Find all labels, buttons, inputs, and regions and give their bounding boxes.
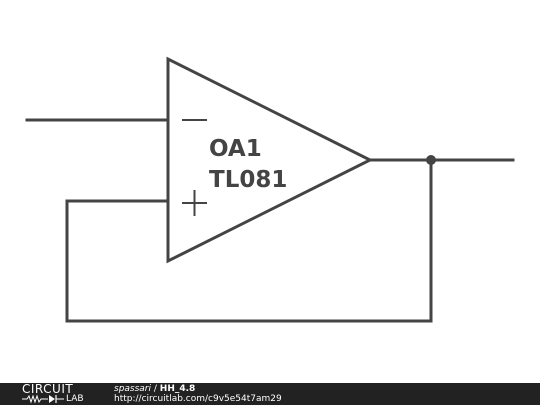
- author-name[interactable]: spassari: [114, 384, 152, 394]
- feedback-wire: [65, 158, 433, 323]
- footer-info: spassari / HH_4.8 http://circuitlab.com/…: [114, 384, 282, 404]
- opamp-designator: OA1: [209, 136, 262, 162]
- logo-resistor-diode-icon: [22, 394, 64, 404]
- logo-top-text: CIRCUIT: [22, 382, 74, 396]
- footer-credit-line: spassari / HH_4.8: [114, 384, 282, 394]
- junction-dot: [426, 155, 436, 165]
- circuit-url[interactable]: http://circuitlab.com/c9v5e54t7am29: [114, 394, 282, 404]
- logo-bottom-row: LAB: [22, 394, 94, 404]
- circuit-schematic: OA1 TL081: [25, 56, 515, 323]
- circuitlab-logo[interactable]: CIRCUIT LAB: [22, 383, 94, 405]
- footer-bar: CIRCUIT LAB spassari / HH_4.8 http://cir…: [0, 383, 540, 405]
- opamp-symbol: [166, 56, 374, 264]
- circuit-name[interactable]: HH_4.8: [159, 384, 196, 394]
- opamp-part-number: TL081: [209, 167, 287, 193]
- credit-separator: /: [151, 384, 160, 394]
- noninverting-input-plus-sign: [182, 190, 207, 216]
- logo-lab-text: LAB: [66, 394, 84, 404]
